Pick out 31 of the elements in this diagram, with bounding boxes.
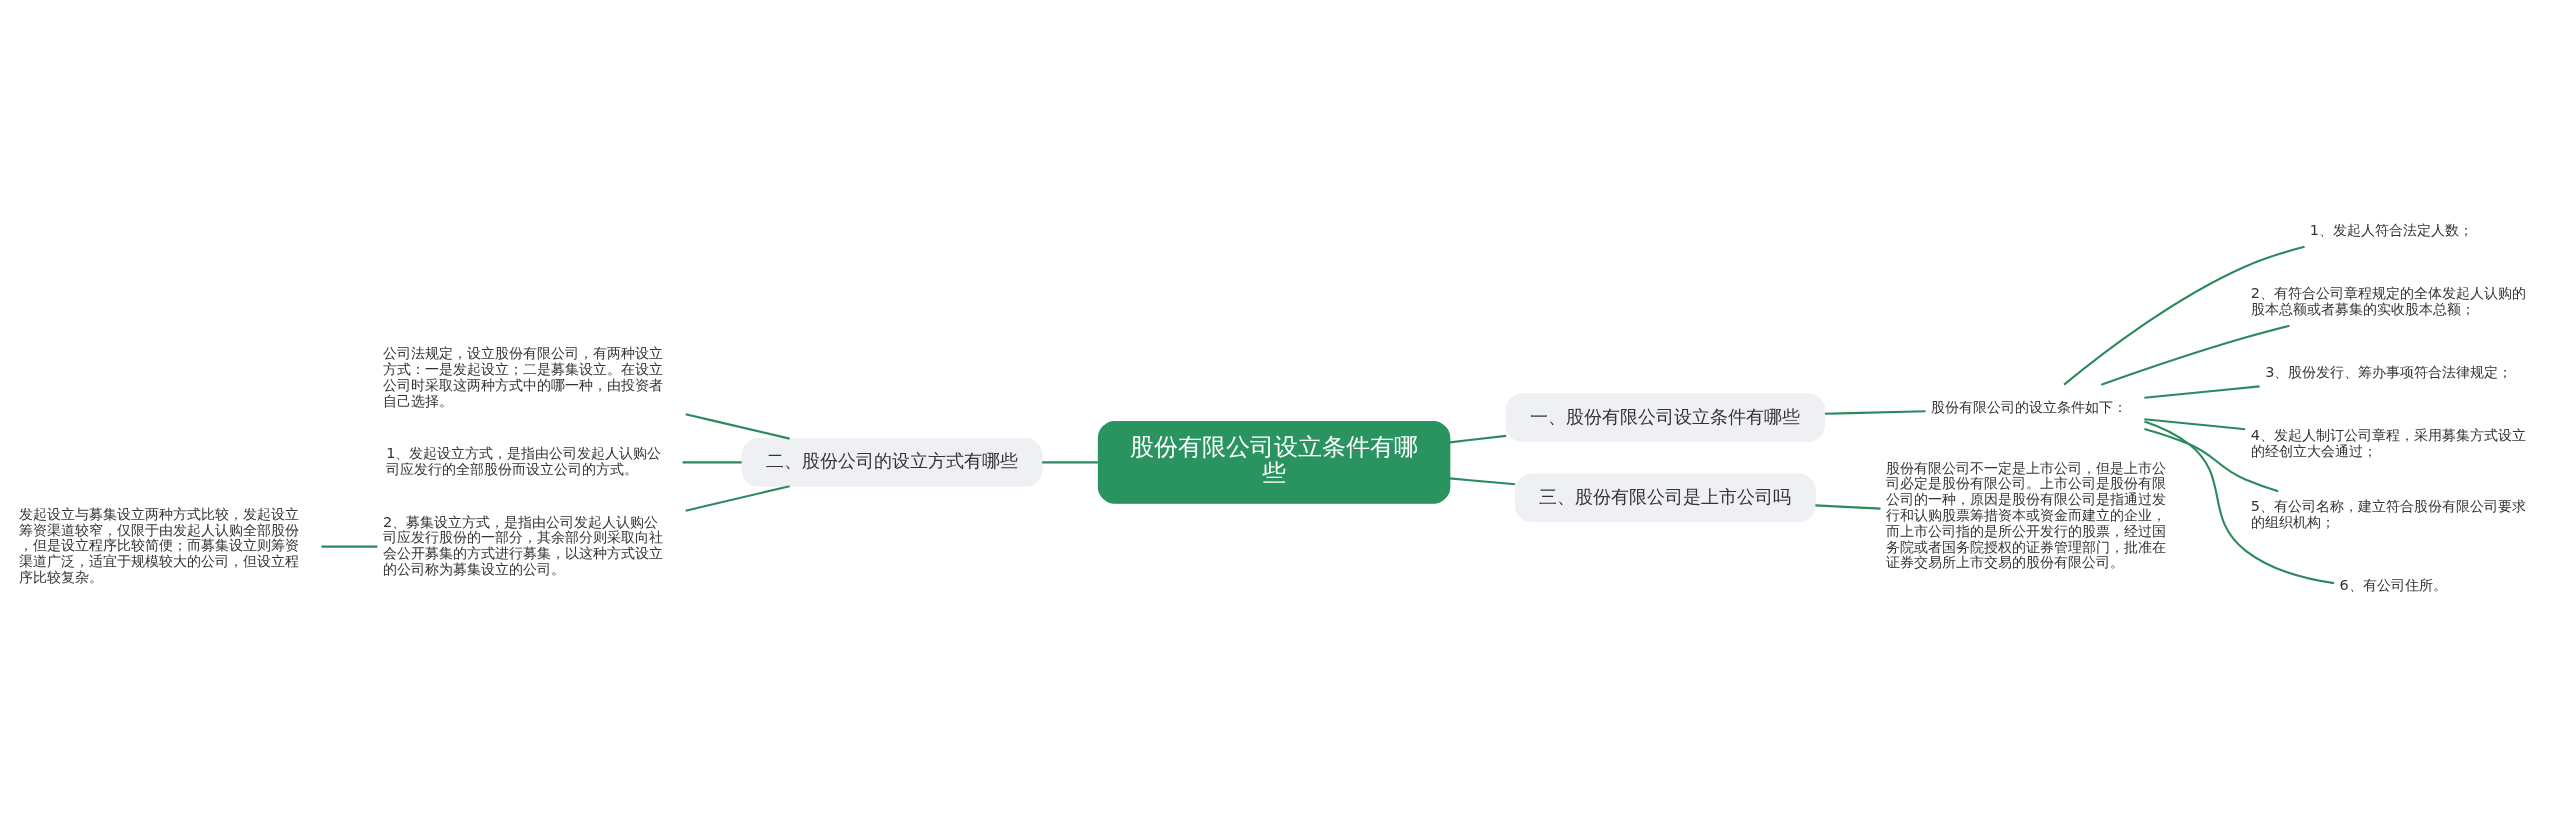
node-box: 股份有限公司设立条件有哪些 xyxy=(1097,421,1451,504)
connector xyxy=(2144,420,2335,585)
node-text: 股份有限公司不一定是上市公司，但是上市公司必定是股份有限公司。上市公司是股份有限公司的一种，原因是股份有限公司是指通过发行和认购股票筹措资本或资金而建立的企业，而上市公司指的是所公开发行的股票，经过国务院或者国务院授权的证券管理部门，批准在证券交易所上市交易的股份有限公司。 xyxy=(1886,459,2167,571)
node-text: 2、募集设立方式，是指由公司发起人认购公司应发行股份的一部分，其余部分则采取向社会公开募集的方式进行募集，以这种方式设立的公司称为募集设立的公司。 xyxy=(382,513,663,577)
connector xyxy=(1449,434,1507,444)
node-text: 4、发起人制订公司章程，采用募集方式设立的经创立大会通过； xyxy=(2250,426,2526,459)
node-text: 公司法规定，设立股份有限公司，有两种设立方式：一是发起设立；二是募集设立。在设立公司时采取这两种方式中的哪一种，由投资者自己选择。 xyxy=(382,345,663,409)
connector xyxy=(2063,245,2305,386)
connector xyxy=(1815,504,1881,510)
connector xyxy=(1449,477,1516,486)
connector xyxy=(2144,418,2246,431)
node-text: 股份有限公司的设立条件如下： xyxy=(1931,399,2128,416)
node-text: 发起设立与募集设立两种方式比较，发起设立筹资渠道较窄，仅限于由发起人认购全部股份，但是设立程序比较简便；而募集设立则筹资渠道广泛，适宜于规模较大的公司，但设立程序比较复杂。 xyxy=(18,505,299,585)
connector xyxy=(1824,410,1926,415)
node-text: 6、有公司住所。 xyxy=(2339,576,2447,593)
node-text: 3、股份发行、筹办事项符合法律规定； xyxy=(2265,363,2513,380)
node-text: 2、有符合公司章程规定的全体发起人认购的股本总额或者募集的实收股本总额； xyxy=(2250,284,2526,317)
node-box: 一、股份有限公司设立条件有哪些 xyxy=(1505,393,1826,443)
connector xyxy=(685,485,790,512)
connector xyxy=(2100,324,2290,386)
node-box: 二、股份公司的设立方式有哪些 xyxy=(741,438,1043,487)
node-text: 1、发起设立方式，是指由公司发起人认购公司应发行的全部股份而设立公司的方式。 xyxy=(386,445,662,477)
connector xyxy=(1042,461,1098,464)
node-text: 5、有公司名称，建立符合股份有限公司要求的组织机构； xyxy=(2250,497,2526,530)
node-text: 1、发起人符合法定人数； xyxy=(2309,221,2474,238)
connector xyxy=(685,413,790,440)
node-box: 三、股份有限公司是上市公司吗 xyxy=(1514,473,1816,523)
connector xyxy=(682,461,742,464)
connector xyxy=(2144,385,2260,399)
connector xyxy=(2144,427,2279,493)
connector xyxy=(321,545,378,548)
